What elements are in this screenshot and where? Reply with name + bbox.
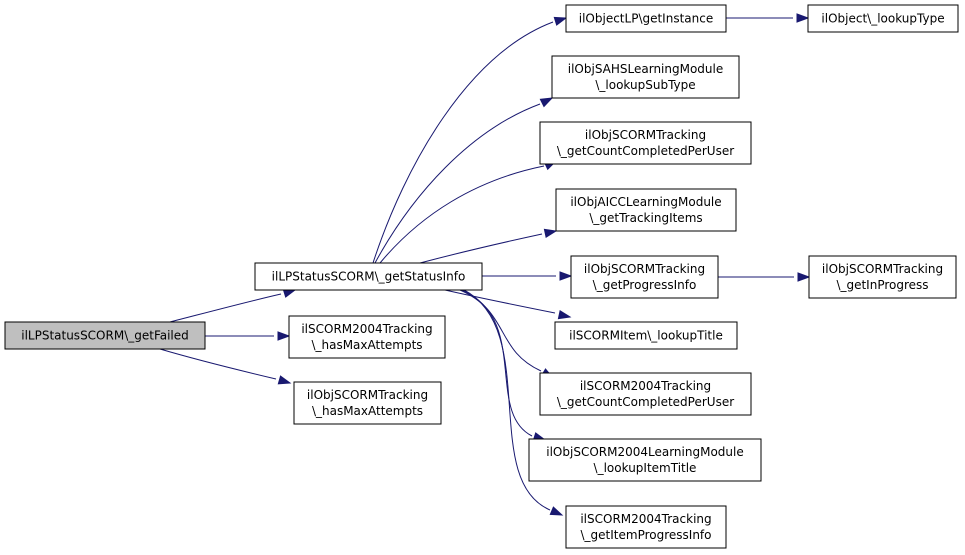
node-box[interactable]: [4, 321, 206, 350]
node-inProgress[interactable]: ilObjSCORMTracking \_getInProgress: [808, 255, 957, 299]
node-label: ilObjSCORMTracking: [822, 262, 943, 276]
edge-line: [372, 21, 554, 264]
edge-arrowhead: [277, 375, 292, 385]
node-label: \_getCountCompletedPerUser: [557, 144, 734, 158]
edge-line: [444, 289, 556, 314]
edge-getFailed-to-s2004HasMax: [205, 331, 291, 341]
edge-objectLP-to-lookupType: [726, 13, 810, 23]
node-lookupType[interactable]: ilObject\_lookupType: [807, 4, 959, 33]
node-label: \_getProgressInfo: [593, 278, 697, 292]
edge-arrowhead: [277, 331, 291, 341]
node-s2004ItemProgress[interactable]: ilSCORM2004Tracking \_getItemProgressInfo: [565, 505, 727, 549]
node-s2004LM[interactable]: ilObjSCORM2004LearningModule \_lookupItem…: [528, 438, 762, 482]
node-box[interactable]: [565, 505, 727, 549]
edge-arrowhead: [282, 288, 297, 298]
node-getStatusInfo[interactable]: ilLPStatusSCORM\_getStatusInfo: [254, 262, 483, 291]
node-label: \_lookupSubType: [595, 78, 695, 92]
edge-line: [169, 293, 282, 323]
node-box[interactable]: [555, 188, 737, 232]
node-label: ilSCORM2004Tracking: [580, 379, 711, 393]
edge-line: [459, 289, 542, 372]
edge-getStatusInfo-to-sahs: [374, 97, 554, 264]
node-progressInfo[interactable]: ilObjSCORMTracking \_getProgressInfo: [570, 255, 719, 299]
node-label: \_lookupItemTitle: [594, 461, 697, 475]
node-box[interactable]: [554, 321, 738, 350]
edge-arrowhead: [557, 309, 572, 320]
node-itemTitle[interactable]: ilSCORMItem\_lookupTitle: [554, 321, 738, 350]
edges-layer: [159, 13, 811, 516]
edge-getFailed-to-getStatusInfo: [169, 288, 297, 323]
node-label: \_getItemProgressInfo: [581, 528, 712, 542]
node-label: ilObjSCORMTracking: [584, 262, 705, 276]
node-aicc[interactable]: ilObjAICCLearningModule \_getTrackingItem…: [555, 188, 737, 232]
edge-getStatusInfo-to-progressInfo: [482, 271, 573, 281]
node-label: ilObjSCORM2004LearningModule: [546, 445, 743, 459]
node-label: ilSCORM2004Tracking: [580, 512, 711, 526]
node-box[interactable]: [528, 438, 762, 482]
node-label: ilObjSCORMTracking: [585, 128, 706, 142]
nodes-layer: ilLPStatusSCORM\_getFailed ilLPStatusSCOR…: [4, 4, 959, 549]
node-label: ilLPStatusSCORM\_getStatusInfo: [272, 270, 466, 284]
node-label: \_hasMaxAttempts: [312, 404, 423, 418]
edge-line: [159, 348, 277, 380]
node-label: ilLPStatusSCORM\_getFailed: [21, 329, 189, 343]
edge-line: [374, 103, 541, 264]
node-box[interactable]: [293, 381, 442, 425]
edge-arrowhead: [797, 272, 811, 282]
edge-getStatusInfo-to-s2004ItemProgress: [463, 289, 564, 516]
node-label: ilObjAICCLearningModule: [570, 195, 721, 209]
node-objectLP[interactable]: ilObjectLP\getInstance: [565, 4, 727, 33]
edge-getStatusInfo-to-aicc: [419, 228, 558, 264]
node-label: \_hasMaxAttempts: [311, 338, 422, 352]
node-label: ilSCORM2004Tracking: [301, 322, 432, 336]
node-box[interactable]: [807, 4, 959, 33]
node-label: ilObjectLP\getInstance: [579, 12, 713, 26]
node-box[interactable]: [565, 4, 727, 33]
node-label: ilObject\_lookupType: [821, 12, 944, 26]
node-label: \_getCountCompletedPerUser: [557, 395, 734, 409]
edge-arrowhead: [553, 16, 568, 26]
node-label: ilSCORMItem\_lookupTitle: [569, 329, 723, 343]
edge-getStatusInfo-to-itemTitle: [444, 289, 572, 320]
node-s2004HasMax[interactable]: ilSCORM2004Tracking \_hasMaxAttempts: [288, 315, 446, 359]
node-label: ilObjSCORMTracking: [307, 388, 428, 402]
node-s2004CountCompleted[interactable]: ilSCORM2004Tracking \_getCountCompletedPe…: [539, 372, 752, 416]
edge-line: [419, 233, 543, 264]
edge-line: [379, 165, 545, 264]
node-getFailed[interactable]: ilLPStatusSCORM\_getFailed: [4, 321, 206, 350]
node-label: ilObjSAHSLearningModule: [568, 62, 723, 76]
node-label: \_getInProgress: [836, 278, 928, 292]
edge-arrowhead: [559, 271, 573, 281]
node-box[interactable]: [808, 255, 957, 299]
edge-line: [461, 289, 533, 437]
edge-progressInfo-to-inProgress: [718, 272, 811, 282]
edge-arrowhead: [796, 13, 810, 23]
node-box[interactable]: [551, 55, 740, 99]
node-label: \_getTrackingItems: [589, 211, 702, 225]
edge-getStatusInfo-to-objCountCompleted: [379, 160, 558, 264]
edge-arrowhead: [549, 506, 564, 516]
edge-getStatusInfo-to-s2004LM: [461, 289, 547, 442]
node-box[interactable]: [539, 121, 752, 165]
node-sahs[interactable]: ilObjSAHSLearningModule \_lookupSubType: [551, 55, 740, 99]
node-objCountCompleted[interactable]: ilObjSCORMTracking \_getCountCompletedPer…: [539, 121, 752, 165]
edge-arrowhead: [539, 97, 554, 108]
edge-getStatusInfo-to-objectLP: [372, 16, 568, 264]
node-objHasMax[interactable]: ilObjSCORMTracking \_hasMaxAttempts: [293, 381, 442, 425]
node-box[interactable]: [254, 262, 483, 291]
edge-getFailed-to-objHasMax: [159, 348, 292, 385]
node-box[interactable]: [288, 315, 446, 359]
edge-arrowhead: [543, 228, 558, 239]
edge-line: [463, 289, 551, 511]
node-box[interactable]: [570, 255, 719, 299]
node-box[interactable]: [539, 372, 752, 416]
